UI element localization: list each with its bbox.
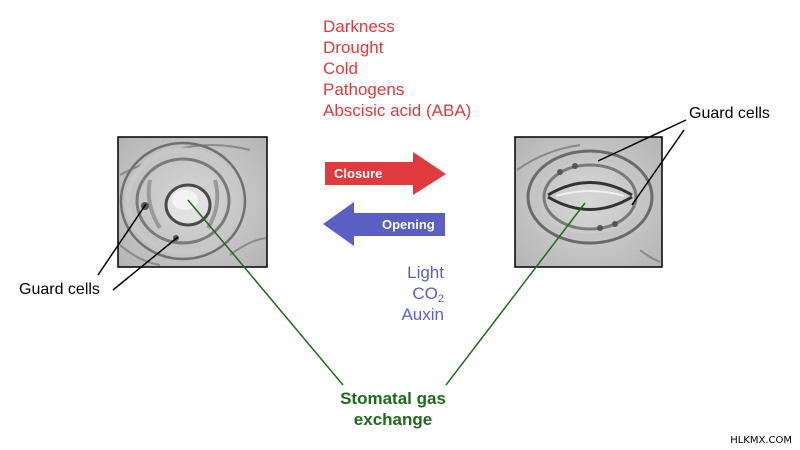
open-stoma-micrograph bbox=[117, 136, 268, 268]
closed-stoma-micrograph bbox=[514, 136, 663, 268]
closure-arrow-label: Closure bbox=[334, 166, 382, 181]
opening-factor-co2: CO2 bbox=[390, 283, 444, 305]
guard-cell-pointers bbox=[97, 119, 687, 291]
opening-factor-auxin: Auxin bbox=[401, 305, 444, 324]
closure-factors-list: Darkness Drought Cold Pathogens Abscisic… bbox=[323, 16, 471, 121]
closure-factor: Pathogens bbox=[323, 80, 405, 99]
co2-base: CO bbox=[412, 284, 438, 303]
closure-factor: Cold bbox=[323, 59, 358, 78]
closure-factor: Darkness bbox=[323, 17, 395, 36]
guard-cells-label-right: Guard cells bbox=[689, 105, 770, 122]
gas-exchange-pointers bbox=[187, 199, 586, 386]
closure-factor: Abscisic acid (ABA) bbox=[323, 101, 472, 120]
credit-text: HLKMX.COM bbox=[730, 435, 792, 446]
gas-exchange-line2: exchange bbox=[353, 410, 433, 429]
opening-factor-light: Light bbox=[407, 263, 444, 282]
closure-factor: Drought bbox=[323, 38, 384, 57]
stomatal-gas-exchange-label: Stomatal gas exchange bbox=[313, 388, 473, 430]
closure-arrow: Closure bbox=[325, 152, 446, 195]
gas-exchange-line1: Stomatal gas bbox=[340, 389, 446, 408]
opening-arrow-label: Opening bbox=[382, 217, 435, 232]
guard-cells-label-left: Guard cells bbox=[19, 281, 100, 298]
opening-arrow: Opening bbox=[323, 202, 445, 246]
co2-subscript: 2 bbox=[437, 293, 444, 305]
opening-factors-list: Light CO2 Auxin bbox=[390, 262, 444, 325]
